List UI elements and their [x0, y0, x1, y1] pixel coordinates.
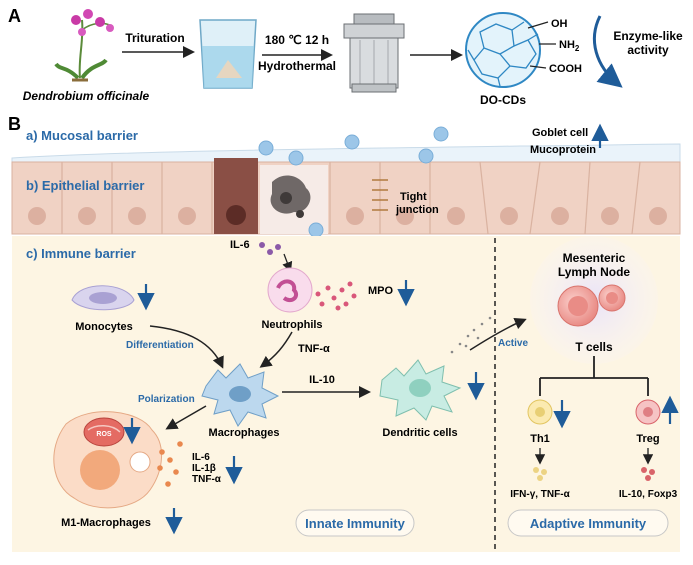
treg-cell-icon [635, 399, 661, 425]
il10-label: IL-10 [309, 374, 335, 386]
macrophage-icon [201, 363, 280, 427]
th1-cell-icon [527, 399, 553, 425]
tight-label-2: junction [395, 204, 439, 216]
lymph-label-2: Lymph Node [558, 265, 631, 279]
group-nh2-sub: 2 [575, 44, 580, 53]
m1-macrophage-icon [53, 411, 163, 509]
epithelial-barrier-title: b) Epithelial barrier [26, 178, 144, 193]
m1-cytokine-2: IL-1β [192, 463, 216, 474]
tcell-bracket [539, 356, 649, 396]
tcells-label: T cells [575, 340, 613, 354]
step-temp: 180 ℃ 12 h [265, 33, 329, 47]
panel-b-label: B [8, 114, 21, 134]
m1-cytokine-3: TNF-α [192, 474, 222, 485]
monocyte-icon [71, 285, 135, 311]
th1-cytokine-dots [533, 467, 547, 481]
active-arrow [469, 318, 527, 351]
mpo-label: MPO [368, 285, 394, 297]
carbon-dots [258, 126, 449, 256]
orchid-plant-icon [54, 9, 114, 82]
differentiation-arrow [149, 325, 224, 369]
treg-cytokine-dots [641, 467, 655, 481]
tight-label-1: Tight [400, 191, 427, 203]
tnfa-label: TNF-α [298, 343, 330, 355]
th1-output: IFN-γ, TNF-α [510, 489, 570, 500]
differentiation-label: Differentiation [126, 340, 194, 351]
macrophages-label: Macrophages [209, 427, 280, 439]
tnfa-arrow [259, 331, 293, 368]
treg-label: Treg [636, 433, 659, 445]
th1-label: Th1 [530, 433, 550, 445]
plant-name: Dendrobium officinale [23, 89, 150, 103]
t-cell-icon [557, 284, 626, 327]
monocytes-label: Monocytes [75, 321, 132, 333]
mucoprotein-label: Mucoprotein [530, 144, 596, 156]
ros-label: ROS [96, 431, 112, 438]
il6-arrow [282, 253, 293, 273]
innate-pill [295, 509, 415, 537]
adaptive-pill [507, 509, 669, 537]
active-label: Active [498, 338, 528, 349]
il6-label: IL-6 [230, 239, 250, 251]
bond-cooh [529, 65, 547, 69]
antigen-dots [450, 316, 492, 354]
activity-line2: activity [627, 43, 669, 57]
group-nh2-main: NH [559, 39, 575, 51]
step-trituration: Trituration [125, 31, 184, 45]
epithelial-layer [11, 158, 681, 235]
bond-oh [527, 21, 549, 29]
dendritic-cell-icon [379, 359, 462, 421]
adaptive-label: Adaptive Immunity [530, 516, 647, 531]
activity-line1: Enzyme-like [613, 29, 683, 43]
neutrophils-label: Neutrophils [261, 319, 322, 331]
carbon-dot-icon [465, 12, 541, 88]
treg-output: IL-10, Foxp3 [619, 489, 678, 500]
activity-arrow-icon [592, 15, 623, 88]
innate-label: Innate Immunity [305, 516, 405, 531]
m1-cytokine-1: IL-6 [192, 452, 210, 463]
polarization-arrow [165, 405, 207, 430]
m1-label: M1-Macrophages [61, 517, 151, 529]
group-nh2: NH2 [559, 39, 580, 53]
step-hydrothermal: Hydrothermal [258, 59, 336, 73]
polarization-label: Polarization [138, 394, 195, 405]
mpo-dots [315, 281, 357, 311]
dendritic-label: Dendritic cells [382, 427, 457, 439]
immune-barrier-title: c) Immune barrier [26, 246, 136, 261]
beaker-icon [199, 19, 257, 89]
il6-dots [259, 242, 281, 255]
goblet-label: Goblet cell [532, 127, 588, 139]
mucosal-barrier-title: a) Mucosal barrier [26, 128, 138, 143]
lymph-label-1: Mesenteric [563, 251, 626, 265]
group-cooh: COOH [549, 63, 582, 75]
neutrophil-icon [267, 267, 313, 313]
m1-cytokine-dots [157, 441, 183, 487]
panel-a-label: A [8, 6, 21, 26]
tight-junction-icon [372, 179, 388, 211]
group-oh: OH [551, 18, 568, 30]
autoclave-icon [343, 13, 405, 93]
product-label: DO-CDs [480, 93, 526, 107]
